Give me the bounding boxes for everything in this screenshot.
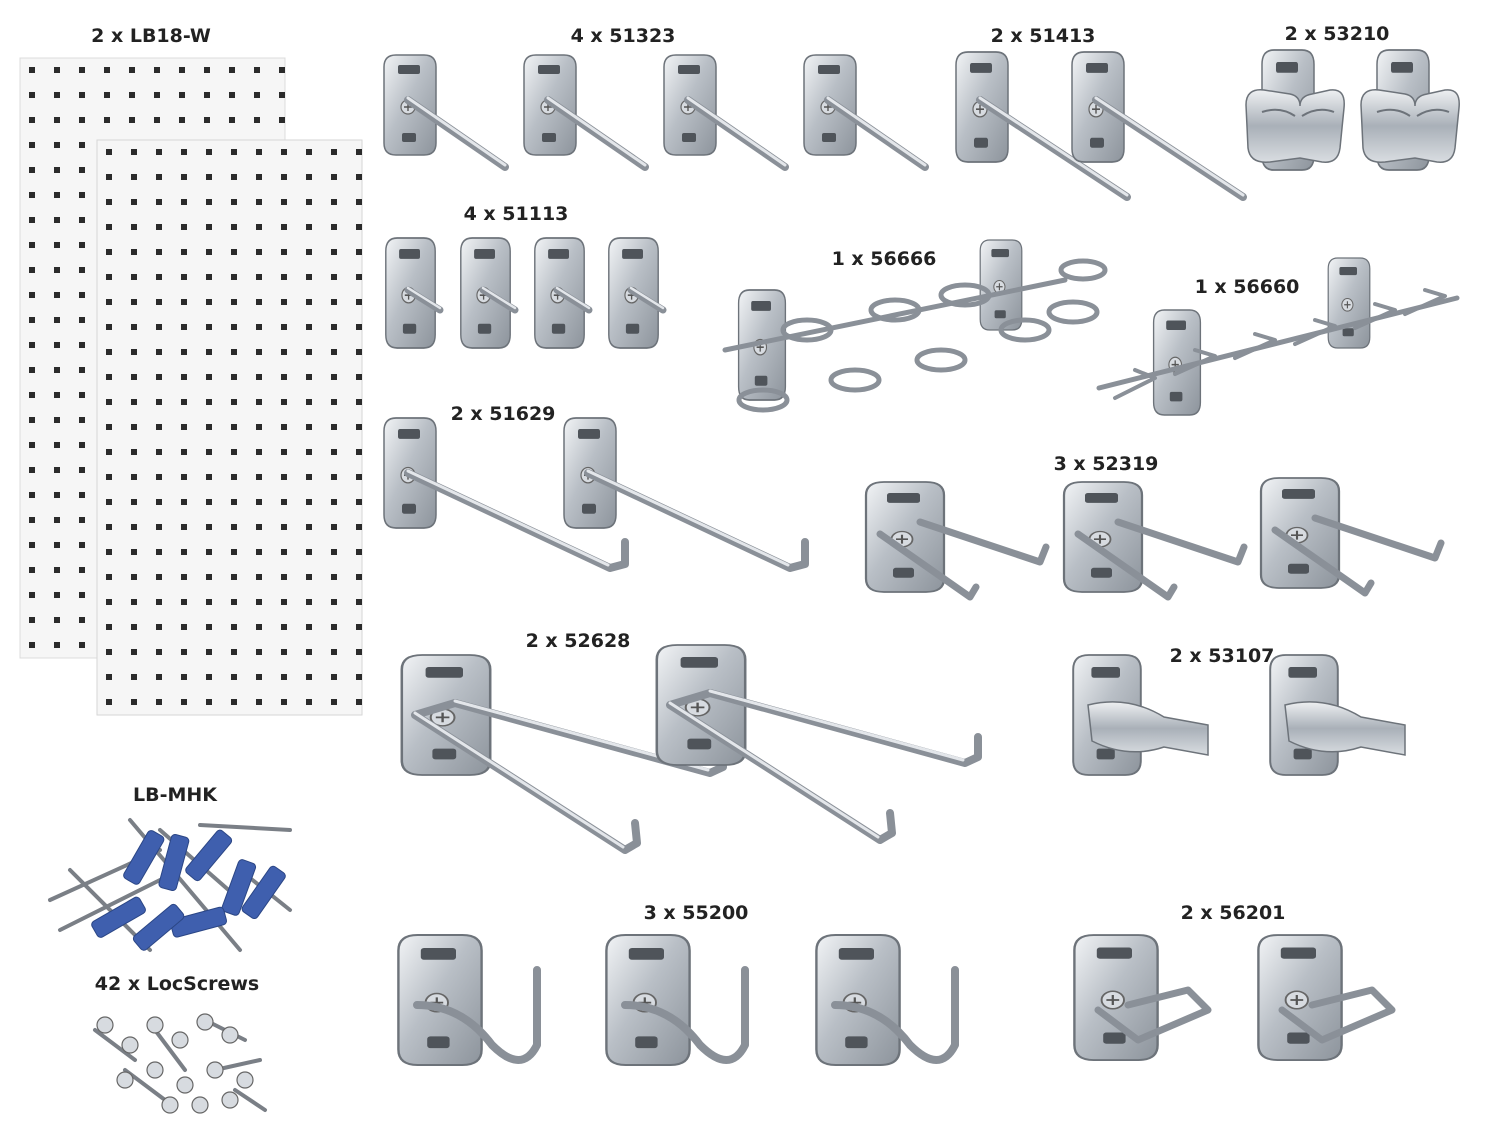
- label-53107: 2 x 53107: [1169, 645, 1275, 667]
- clip-53107-1: [1072, 654, 1209, 776]
- hook-51413-2: [1071, 51, 1247, 201]
- holder-56201-2: [1257, 933, 1396, 1062]
- label-56666: 1 x 56666: [831, 248, 937, 270]
- hook-51323-1: [383, 54, 509, 171]
- label-56660: 1 x 56660: [1194, 276, 1300, 298]
- hook-51113-3: [533, 237, 593, 349]
- locscrews-pile: [93, 1013, 267, 1114]
- label-51413: 2 x 51413: [990, 25, 1096, 47]
- label-51113: 4 x 51113: [463, 203, 569, 225]
- hook-52319-3: [1259, 476, 1445, 597]
- hook-51629-2: [563, 417, 809, 572]
- holder-56201-1: [1073, 933, 1212, 1062]
- hook-51113-1: [384, 237, 444, 349]
- label-53210: 2 x 53210: [1284, 23, 1390, 45]
- label-51323: 4 x 51323: [570, 25, 676, 47]
- hook-52319-1: [864, 480, 1050, 601]
- hook-51413-1: [955, 51, 1131, 201]
- hook-55200-1: [397, 933, 541, 1067]
- label-locscrews: 42 x LocScrews: [94, 973, 260, 995]
- hook-51113-4: [607, 237, 667, 349]
- holder-56660: [1096, 257, 1460, 416]
- hook-51113-2: [459, 237, 519, 349]
- label-56201: 2 x 56201: [1180, 902, 1286, 924]
- hook-55200-3: [815, 933, 959, 1067]
- hook-51323-4: [803, 54, 929, 171]
- hook-52628-2: [655, 643, 982, 844]
- label-52319: 3 x 52319: [1053, 453, 1159, 475]
- label-lb18-w: 2 x LB18-W: [91, 25, 211, 47]
- label-51629: 2 x 51629: [450, 403, 556, 425]
- label-lb-mhk: LB-MHK: [132, 784, 218, 806]
- hook-55200-2: [605, 933, 749, 1067]
- clip-53210-1: [1245, 49, 1345, 171]
- label-52628: 2 x 52628: [525, 630, 631, 652]
- holder-56666: [722, 239, 1108, 413]
- anchor-kit-lb-mhk: [48, 818, 292, 952]
- clip-53107-2: [1269, 654, 1406, 776]
- pegboard-front: [96, 139, 363, 716]
- hook-51323-3: [663, 54, 789, 171]
- hook-52319-2: [1062, 480, 1248, 601]
- hook-51629-1: [383, 417, 629, 572]
- label-55200: 3 x 55200: [643, 902, 749, 924]
- hook-51323-2: [523, 54, 649, 171]
- clip-53210-2: [1360, 49, 1460, 171]
